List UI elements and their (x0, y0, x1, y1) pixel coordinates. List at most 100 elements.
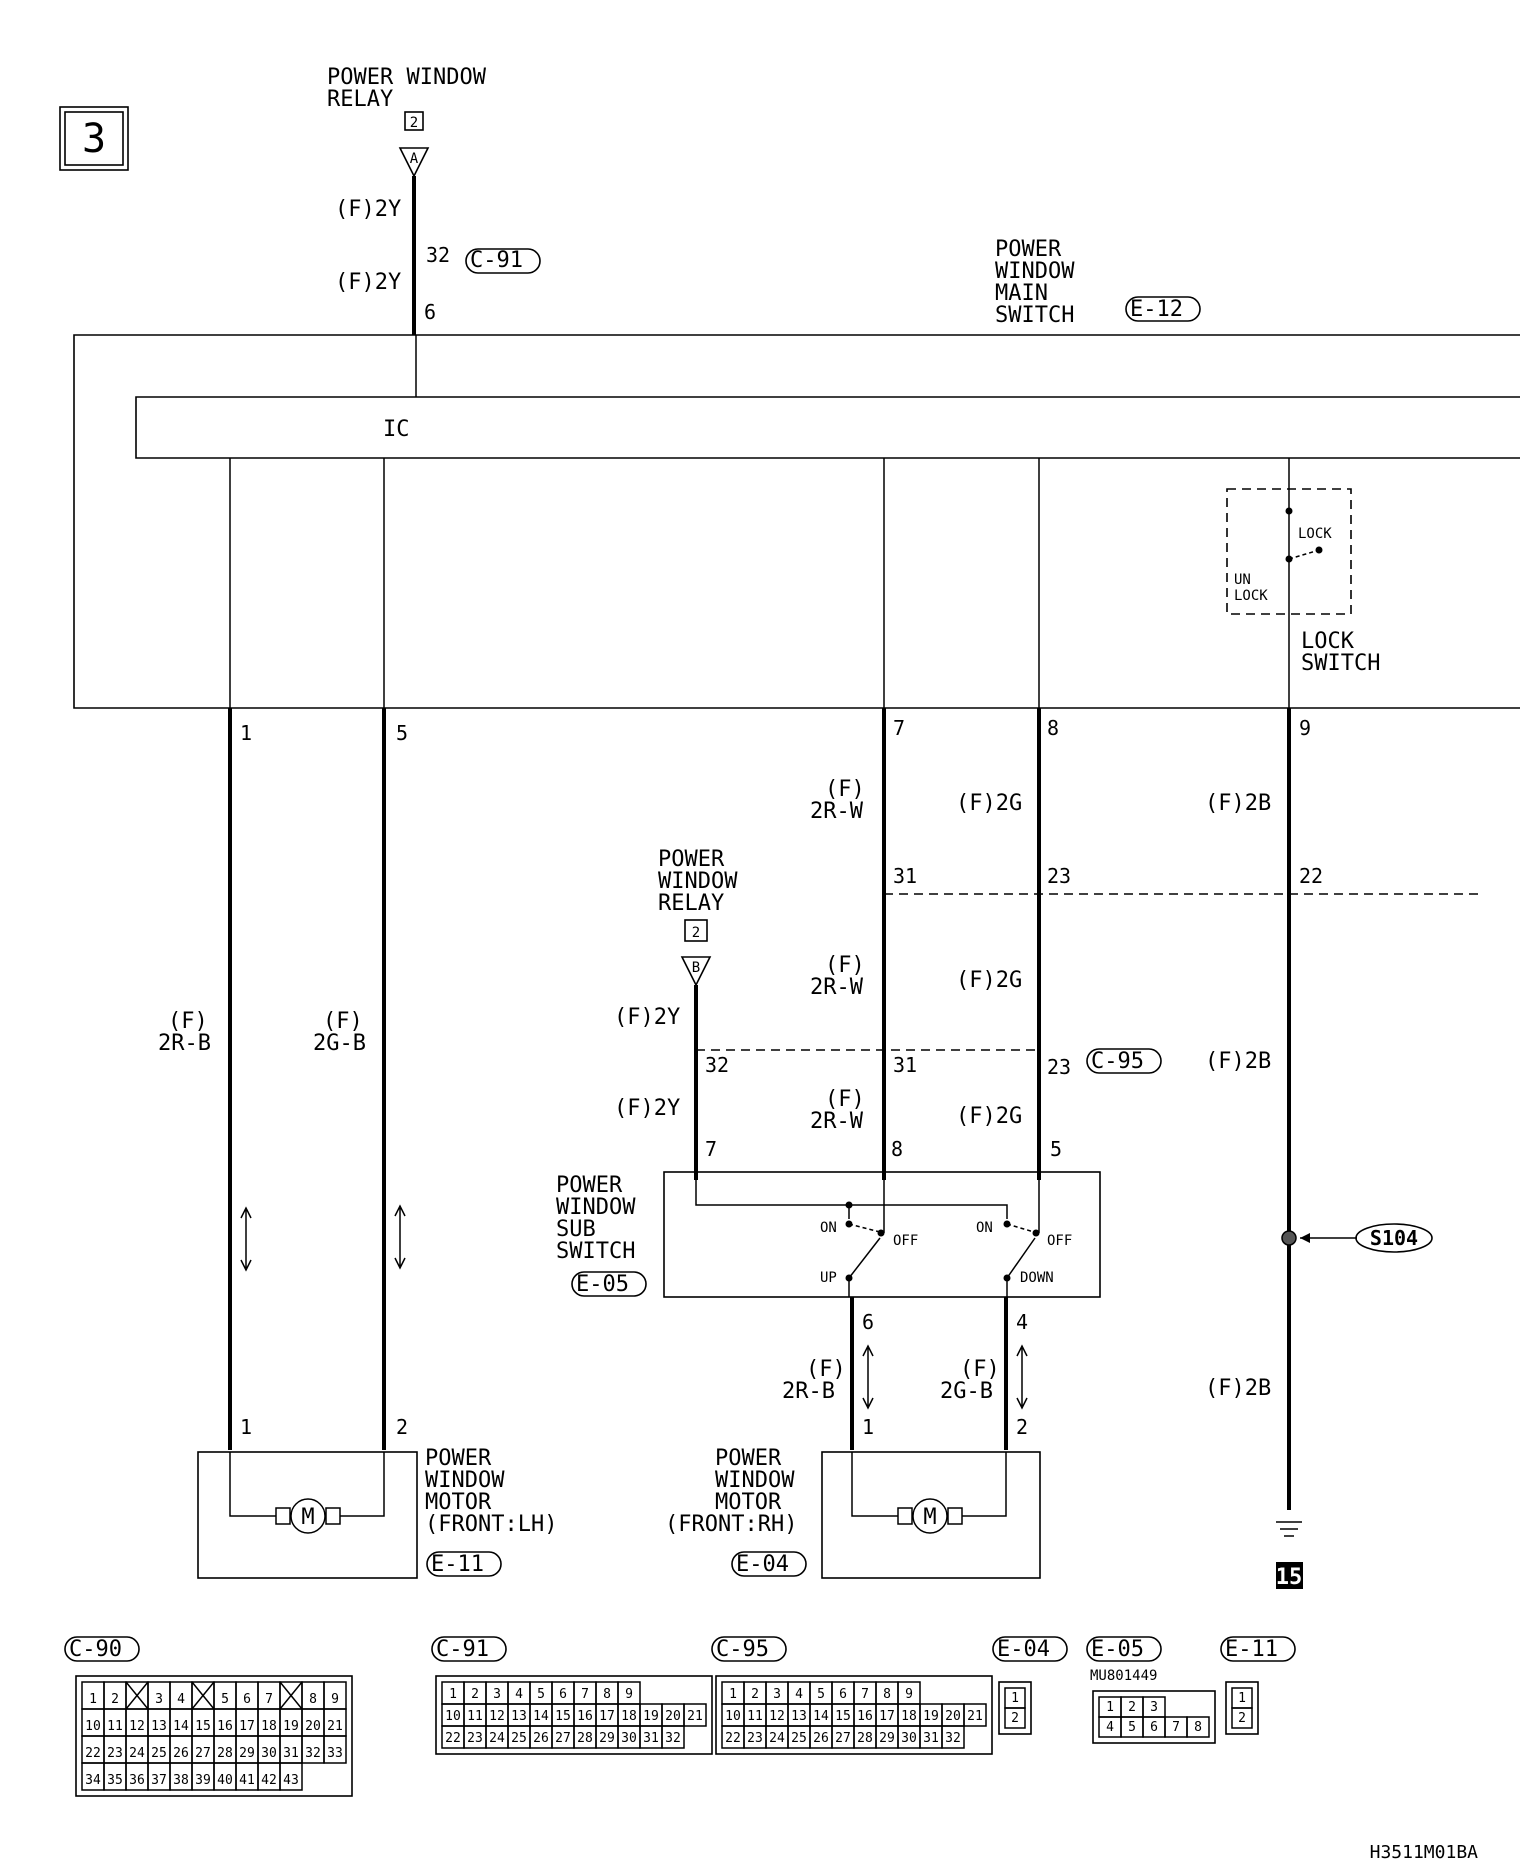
splice-dot (1281, 1230, 1297, 1246)
relay-b-title-2: WINDOW (658, 869, 738, 894)
pin-22-upper: 22 (1299, 864, 1323, 888)
e04-label-face: E-04 (997, 1637, 1050, 1662)
sub-switch-off-terminal-right (1032, 1229, 1040, 1237)
c90-pin: 34 (85, 1773, 101, 1788)
lock-switch-name-1: LOCK (1301, 629, 1355, 654)
e05-pin: 7 (1172, 1720, 1180, 1735)
main-switch-line1: POWER (995, 237, 1062, 262)
wire-label-f-rh1: (F) (806, 1357, 846, 1382)
motor-rh-conn: E-04 (736, 1552, 789, 1577)
ic-box (135, 396, 1520, 459)
c90-pin: 8 (309, 1692, 317, 1707)
motor-lh-brush-right (325, 1507, 341, 1525)
c91-housing (435, 1675, 713, 1755)
wire-label-f2b-1: (F)2B (1205, 791, 1271, 816)
wire-label-f2g-2: (F)2G (956, 968, 1022, 993)
c95-pin: 21 (967, 1709, 983, 1724)
relay-a-ref: 2 (410, 115, 418, 131)
sub-switch-blade-right (1006, 1237, 1036, 1279)
c90-pin: 23 (107, 1746, 123, 1761)
c90-pin: 12 (129, 1719, 145, 1734)
main-switch-conn: E-12 (1130, 297, 1183, 322)
c90-blank-x (125, 1681, 149, 1710)
pin-31-upper: 31 (893, 864, 917, 888)
sub-switch-up: UP (820, 1270, 837, 1286)
motor-lh-box (197, 1451, 418, 1579)
direction-arrow-lh1 (240, 1206, 252, 1272)
c91-pin: 24 (489, 1731, 505, 1746)
e05-label-face: E-05 (1091, 1637, 1144, 1662)
motor-rh-box (821, 1451, 1041, 1579)
c90-pin: 19 (283, 1719, 299, 1734)
direction-arrow-lh2 (394, 1204, 406, 1270)
pin-32-c95: 32 (705, 1053, 729, 1077)
lock-switch-unlock-2: LOCK (1234, 588, 1268, 604)
motor-lh-brush-left (275, 1507, 291, 1525)
ic-label: IC (383, 417, 410, 442)
pin-1-main: 1 (240, 721, 252, 745)
pin-23-c95: 23 (1047, 1055, 1071, 1079)
c91-pin: 20 (665, 1709, 681, 1724)
c91-pin: 10 (445, 1709, 461, 1724)
e05-callout (571, 1271, 647, 1297)
page-number: 3 (82, 116, 106, 162)
c91-callout (465, 248, 541, 274)
c95-pin: 18 (901, 1709, 917, 1724)
c90-callout (64, 1636, 140, 1662)
c90-pin: 29 (239, 1746, 255, 1761)
c95-label-face: C-95 (716, 1637, 769, 1662)
c91-pin: 27 (555, 1731, 571, 1746)
c95-pin: 16 (857, 1709, 873, 1724)
relay-b-conn: B (692, 960, 700, 976)
motor-rh-line4: (FRONT:RH) (665, 1512, 797, 1537)
direction-arrow-rh2 (1016, 1344, 1028, 1410)
e05-pin: 6 (1150, 1720, 1158, 1735)
c91-pin: 19 (643, 1709, 659, 1724)
e11-label-face: E-11 (1225, 1637, 1278, 1662)
motor-rh-brush-left (897, 1507, 913, 1525)
c91-pin: 14 (533, 1709, 549, 1724)
wire-label-2rb-rh: 2R-B (782, 1379, 835, 1404)
relay-b-title-3: RELAY (658, 891, 724, 916)
c90-pin: 7 (265, 1692, 273, 1707)
relay-b-ref: 2 (692, 925, 700, 941)
wire-label-2rb-lh: 2R-B (158, 1031, 211, 1056)
c90-pin: 13 (151, 1719, 167, 1734)
c90-label: C-90 (69, 1637, 122, 1662)
c90-pin: 39 (195, 1773, 211, 1788)
c91-pin: 22 (445, 1731, 461, 1746)
relay-a-title-2: RELAY (327, 87, 393, 112)
e04-callout-face (992, 1636, 1068, 1662)
pin-32-c91: 32 (426, 243, 450, 267)
e11-pin: 2 (1238, 1711, 1246, 1726)
c95-pin: 29 (879, 1731, 895, 1746)
pin-1-motor-rh: 1 (862, 1415, 874, 1439)
c90-pin: 16 (217, 1719, 233, 1734)
c91-pin: 28 (577, 1731, 593, 1746)
c90-pin: 17 (239, 1719, 255, 1734)
c91-pin: 31 (643, 1731, 659, 1746)
e05-pin: 8 (1194, 1720, 1202, 1735)
c90-pin: 3 (155, 1692, 163, 1707)
c95-pin: 28 (857, 1731, 873, 1746)
e12-callout (1125, 296, 1201, 322)
c95-callout-face (711, 1636, 787, 1662)
motor-lh-line2: WINDOW (425, 1468, 505, 1493)
wire-label-2gb-lh: 2G-B (313, 1031, 366, 1056)
lock-switch-dashed-arm (1288, 550, 1317, 560)
pin-5-sub: 5 (1050, 1137, 1062, 1161)
c95-housing (715, 1675, 993, 1755)
wire-label-f-rw2: (F) (825, 953, 865, 978)
relay-a-conn: A (410, 151, 419, 167)
c95-pin: 9 (905, 1687, 913, 1702)
pin-8-sub: 8 (891, 1137, 903, 1161)
c91-pin: 26 (533, 1731, 549, 1746)
c90-pin: 32 (305, 1746, 321, 1761)
c91-pin: 18 (621, 1709, 637, 1724)
c90-pin: 30 (261, 1746, 277, 1761)
motor-rh-symbol-circle (912, 1498, 948, 1534)
motor-lh-wiring (229, 1452, 385, 1517)
